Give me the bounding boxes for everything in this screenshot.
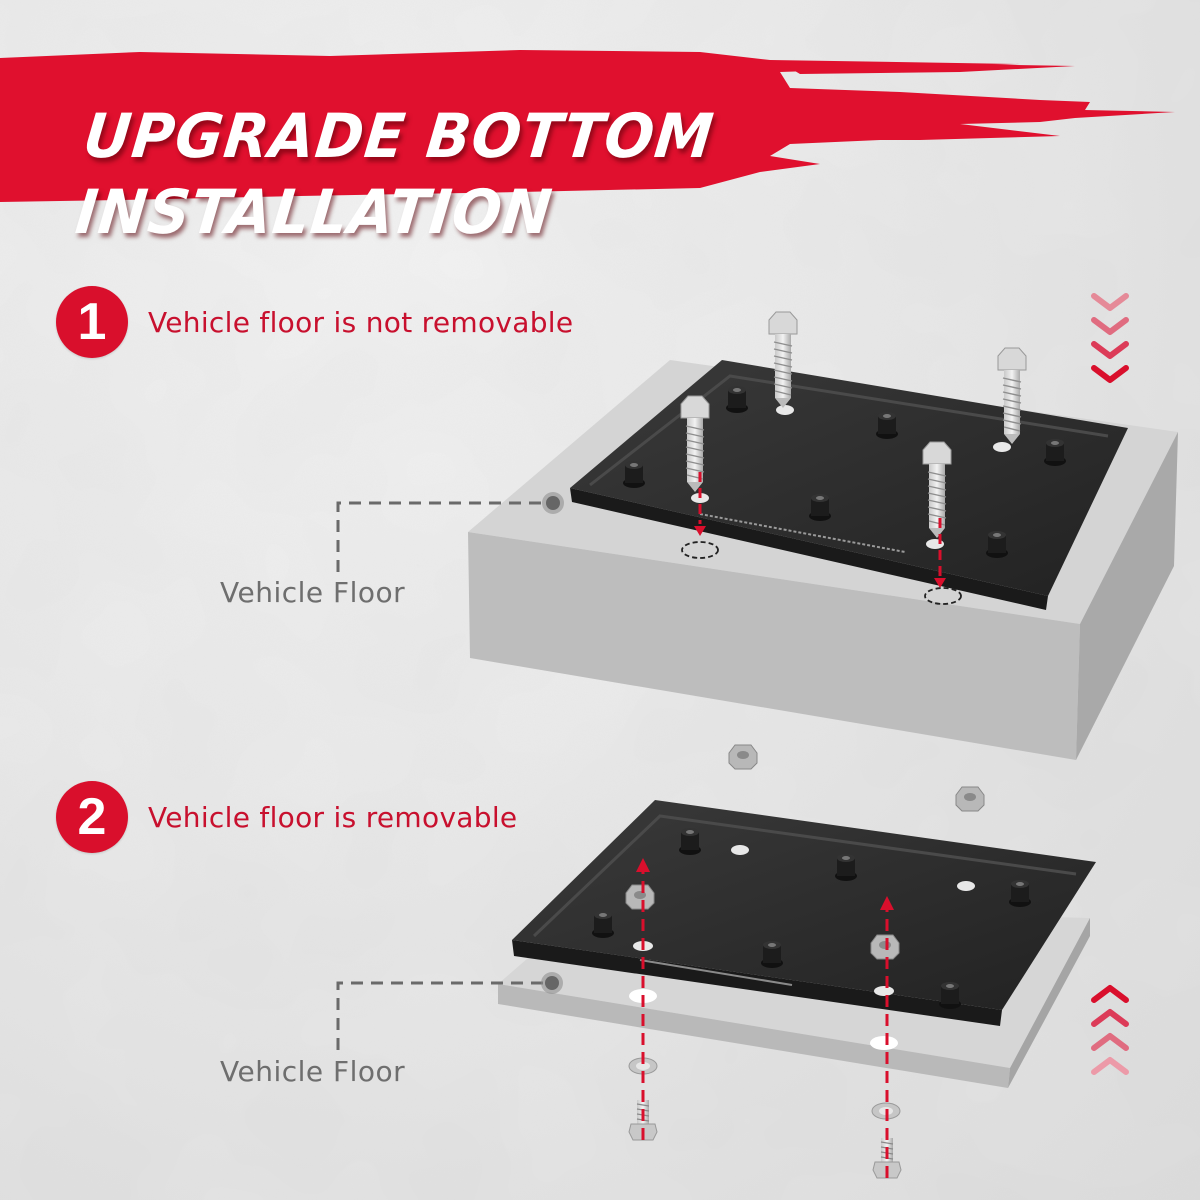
- step-2-diagram: [336, 744, 1096, 1179]
- mounting-tray: [570, 360, 1128, 610]
- install-direction-arrows: [694, 472, 946, 588]
- step-label: Vehicle floor is not removable: [148, 305, 574, 339]
- step-2-heading: 2 Vehicle floor is removable: [56, 781, 517, 853]
- vehicle-floor-label: Vehicle Floor: [220, 576, 406, 609]
- vehicle-floor-label: Vehicle Floor: [220, 1055, 406, 1088]
- chevron-up-stack-icon: [1091, 985, 1129, 1075]
- step-label: Vehicle floor is removable: [148, 800, 518, 834]
- target-hole-marker: [681, 541, 719, 559]
- floor-callout-line: [336, 492, 564, 572]
- washers: [628, 1057, 901, 1120]
- floor-callout-line: [336, 972, 563, 1050]
- step-1-heading: 1 Vehicle floor is not removable: [56, 286, 573, 358]
- step-1-diagram: [336, 311, 1178, 760]
- chevron-down-stack-icon: [1091, 293, 1129, 383]
- brush-stroke-shape: [0, 50, 1175, 202]
- step-number-badge: 2: [56, 781, 128, 853]
- install-direction-arrows: [636, 858, 894, 1178]
- hex-bolts: [628, 1099, 902, 1179]
- title-banner: UPGRADE BOTTOM INSTALLATION: [0, 40, 1200, 248]
- target-hole-marker: [924, 587, 962, 605]
- step-number-badge: 1: [56, 286, 128, 358]
- mounting-tray: [512, 800, 1096, 1026]
